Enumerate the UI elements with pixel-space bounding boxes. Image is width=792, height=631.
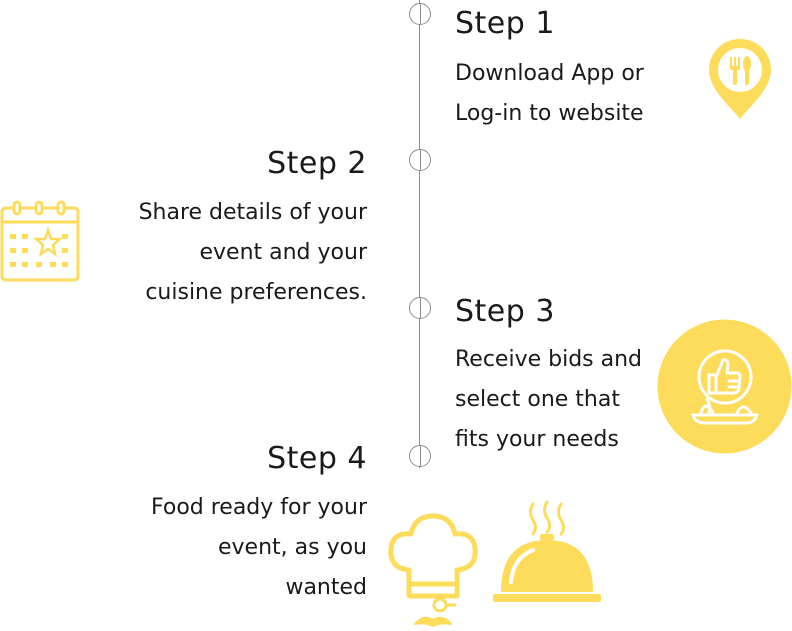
step-4-line-1: Food ready for your <box>150 495 367 520</box>
thumbs-up-dish-icon <box>657 319 792 454</box>
step-3-line-3: fits your needs <box>455 427 619 452</box>
step-4-line-3: wanted <box>285 575 367 600</box>
step-1-line-1: Download App or <box>455 61 644 86</box>
timeline-dot-2 <box>409 149 431 171</box>
timeline-line <box>419 0 420 468</box>
timeline-dot-3 <box>409 297 431 319</box>
step-2-line-1: Share details of your <box>138 200 367 225</box>
step-3-line-1: Receive bids and <box>455 347 643 372</box>
step-3-description: Receive bids and select one that fits yo… <box>455 340 642 460</box>
timeline-dot-4 <box>409 445 431 467</box>
step-1-title: Step 1 <box>455 6 555 41</box>
map-pin-fork-knife-icon <box>707 37 773 121</box>
chef-hat-icon <box>385 512 481 630</box>
calendar-star-icon <box>0 200 82 282</box>
step-1-line-2: Log-in to website <box>455 101 644 126</box>
step-3-title: Step 3 <box>455 294 555 329</box>
cloche-icon <box>493 500 601 604</box>
step-4-line-2: event, as you <box>217 535 367 560</box>
step-1-description: Download App or Log-in to website <box>455 54 644 134</box>
step-2-title: Step 2 <box>267 146 367 181</box>
step-4-title: Step 4 <box>267 441 367 476</box>
step-3-line-2: select one that <box>455 387 620 412</box>
step-4-description: Food ready for your event, as you wanted <box>151 488 367 608</box>
step-2-line-2: event and your <box>199 240 367 265</box>
timeline-dot-1 <box>409 3 431 25</box>
step-2-description: Share details of your event and your cui… <box>139 193 367 313</box>
step-2-line-3: cuisine preferences. <box>145 280 367 305</box>
